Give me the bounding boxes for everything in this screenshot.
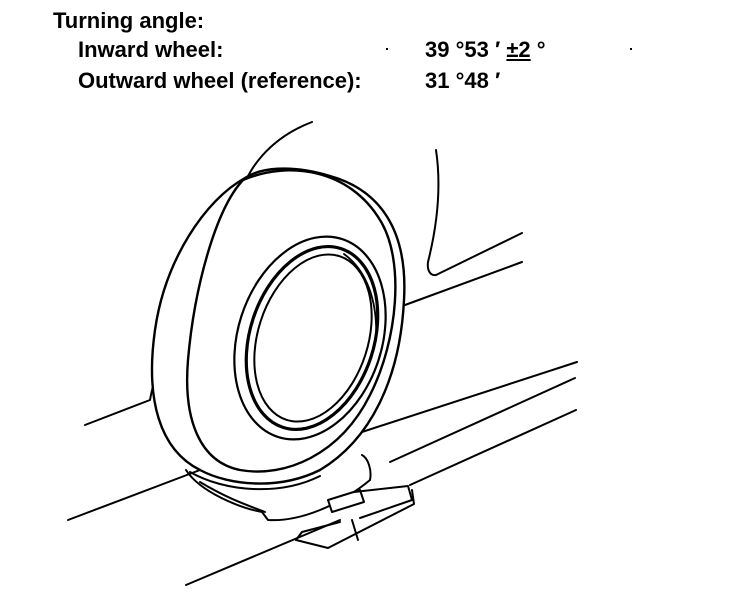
rail-edge-upper [361, 361, 578, 433]
speck-mark [630, 48, 632, 50]
wheel-rim [233, 235, 387, 441]
inward-wheel-value: 39 °53 ′ ±2 ° [425, 36, 546, 64]
rocker-panel-line [404, 261, 523, 306]
spec-title: Turning angle: [53, 8, 205, 33]
rim-ring-middle [244, 244, 380, 432]
inward-tolerance-unit: ° [530, 37, 546, 62]
outward-wheel-value: 31 °48 ′ [425, 68, 501, 93]
inward-angle: 39 °53 ′ [425, 37, 507, 62]
turning-radius-gauge [185, 454, 415, 549]
tire-sidewall-outer [186, 169, 397, 473]
gauge-pointer-arm [327, 489, 365, 513]
gauge-turntable-edge [199, 481, 266, 513]
turning-angle-spec: Turning angle: Inward wheel: 39 °53 ′ ±2… [0, 0, 736, 110]
gauge-base-plate [295, 489, 415, 549]
gauge-turntable [185, 454, 372, 522]
tire-contact-patch [189, 471, 321, 491]
rail-edge-lower [185, 519, 341, 586]
gauge-base-left [295, 521, 341, 541]
fender-line [426, 149, 523, 277]
inward-wheel-label: Inward wheel: [78, 37, 224, 62]
gauge-slot [351, 519, 359, 541]
rim-ring-outer [233, 235, 387, 441]
body-lower-left-line [67, 469, 201, 521]
inward-tolerance: ±2 [506, 37, 531, 62]
outward-wheel-label: Outward wheel (reference): [78, 68, 362, 93]
rim-flange-edge [343, 253, 378, 341]
lift-rail [185, 361, 578, 586]
speck-mark [386, 48, 388, 50]
wheel-gauge-illustration [67, 121, 578, 586]
gauge-scale-frame [353, 485, 413, 519]
rail-edge-lower-b [409, 409, 577, 486]
rim-ring-inner [253, 253, 373, 423]
rail-edge-upper-b [389, 377, 576, 463]
